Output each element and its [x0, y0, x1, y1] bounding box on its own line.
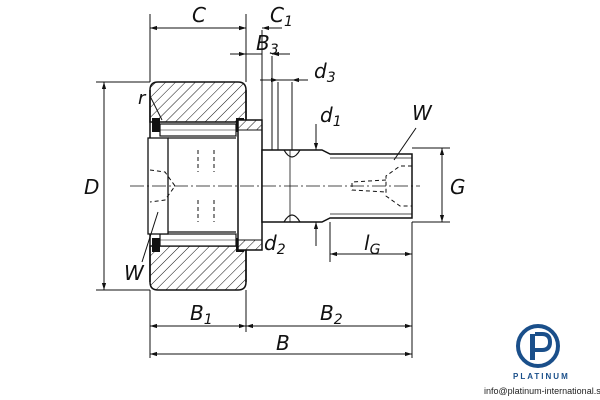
- label-W-bottom: W: [124, 261, 145, 285]
- flange: [237, 119, 263, 251]
- label-d2: d2: [264, 231, 286, 258]
- label-C: C: [192, 3, 206, 27]
- label-W-top: W: [412, 101, 433, 125]
- label-d3: d3: [314, 59, 336, 86]
- label-G: G: [450, 175, 466, 199]
- logo-url: info@platinum-international.store: [484, 386, 600, 396]
- platinum-p-logo-icon: [516, 324, 560, 368]
- label-D: D: [84, 175, 99, 199]
- outer-ring: [149, 81, 247, 291]
- label-C1: C1: [270, 3, 293, 30]
- label-B1: B1: [190, 301, 213, 328]
- label-d1: d1: [320, 103, 342, 130]
- label-B2: B2: [320, 301, 343, 328]
- label-B: B: [276, 331, 290, 355]
- logo-word: PLATINUM: [513, 372, 570, 381]
- label-B3: B3: [256, 31, 279, 58]
- label-r: r: [138, 88, 147, 109]
- label-lG: lG: [364, 231, 381, 258]
- dimension-lines: [96, 14, 450, 358]
